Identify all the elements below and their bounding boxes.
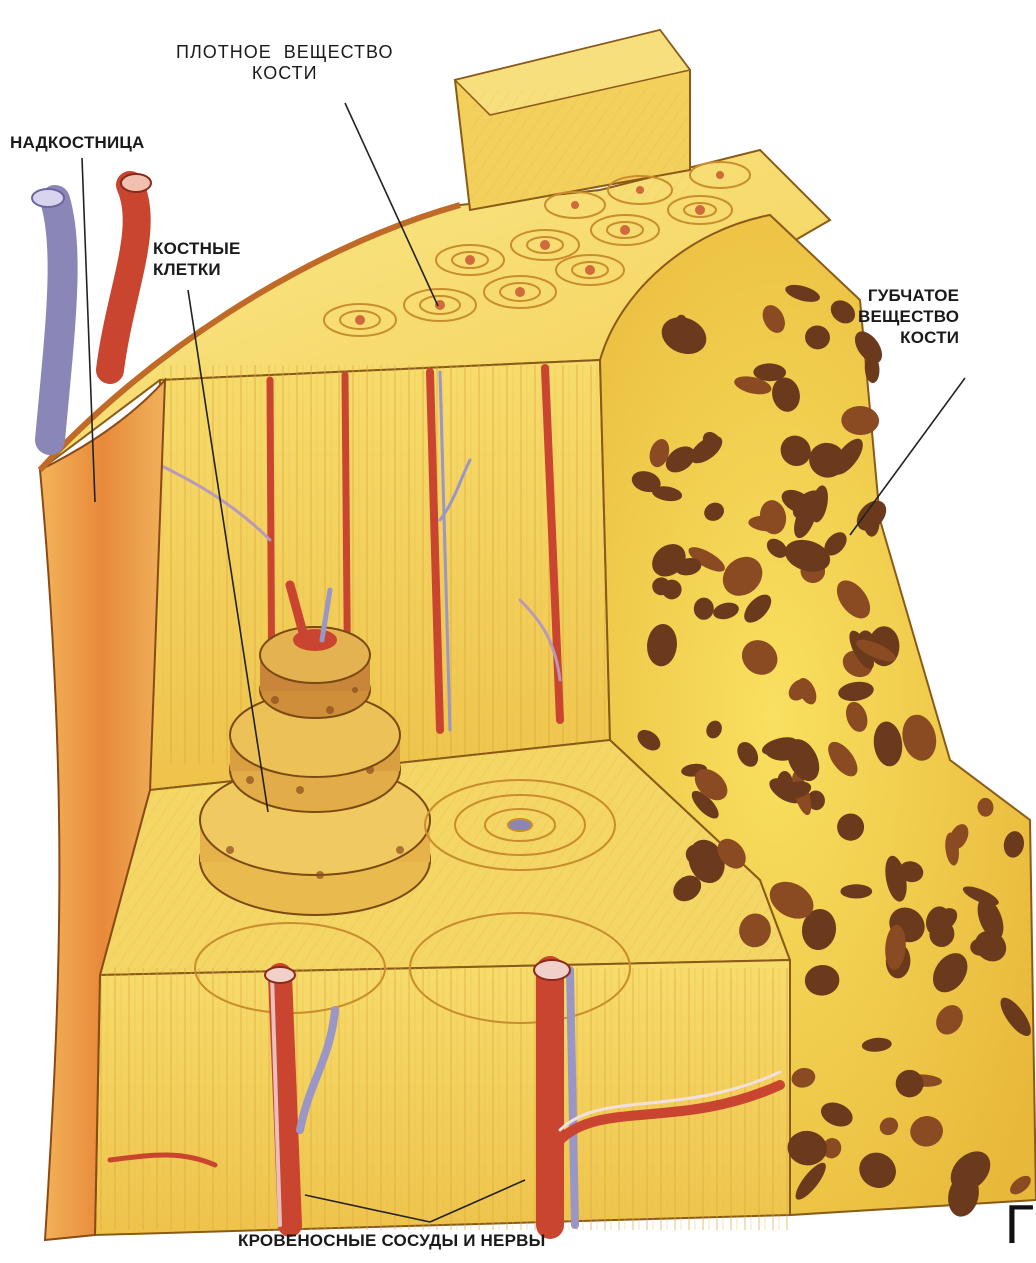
- compact-bone-label: ПЛОТНОЕ ВЕЩЕСТВО КОСТИ: [176, 42, 393, 84]
- spongy-cavity: [840, 884, 872, 898]
- partial-caption-glyph: Г: [1004, 1196, 1036, 1256]
- periosteum-label: НАДКОСТНИЦА: [10, 132, 145, 153]
- spongy-bone-label: ГУБЧАТОЕ ВЕЩЕСТВО КОСТИ: [858, 285, 959, 348]
- bone-cells-label: КОСТНЫЕ КЛЕТКИ: [153, 238, 241, 280]
- vessels-nerves-label: КРОВЕНОСНЫЕ СОСУДЫ И НЕРВЫ: [238, 1230, 545, 1251]
